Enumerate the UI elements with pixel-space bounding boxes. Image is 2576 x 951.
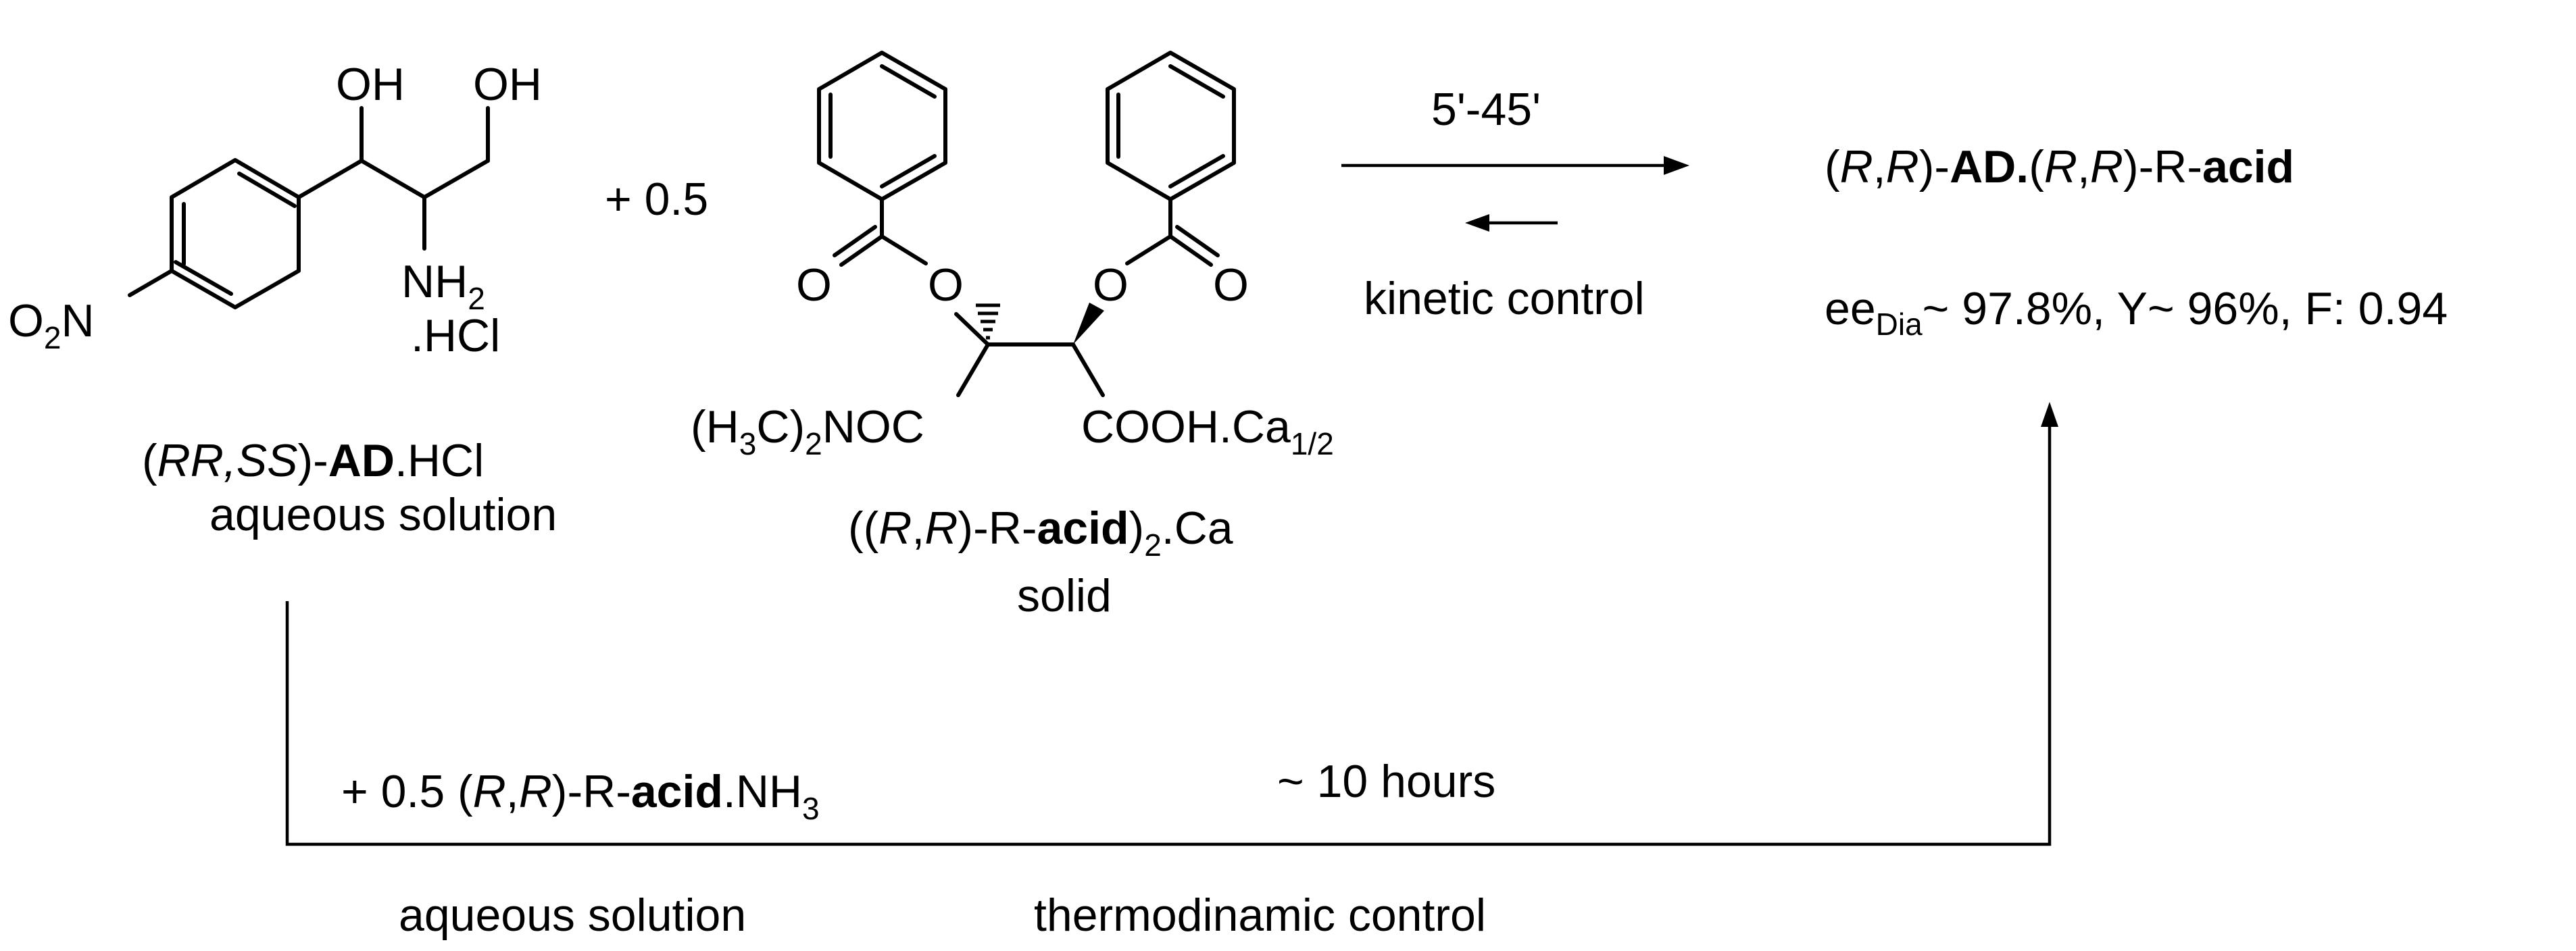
acid-carbonyl-bond — [839, 234, 884, 267]
kinetic-control-label: kinetic control — [1364, 273, 1645, 324]
acid-bold-wedge — [1073, 303, 1104, 344]
acid-left-benzene-ring — [817, 51, 947, 201]
ad-nh2-label: NH2 — [401, 256, 485, 316]
ad-hcl-label: .HCl — [411, 310, 500, 361]
ad-oh-label: OH — [336, 59, 405, 110]
thermodynamic-control-label: thermodinamic control — [1034, 890, 1486, 941]
acid-oxygen-label: O — [1093, 259, 1129, 311]
thermo-state: aqueous solution — [399, 890, 746, 941]
acid-ca-structure: O O O O (H3C)2NOC COOH.Ca1/2 — [691, 51, 1334, 461]
product-results: eeDia~ 97.8%, Y~ 96%, F: 0.94 — [1825, 283, 2448, 342]
acid-carboxyl-group-label: COOH.Ca1/2 — [1081, 401, 1334, 461]
reverse-arrow — [1465, 214, 1558, 232]
ad-ring-double-bond — [237, 172, 297, 208]
kinetic-time: 5'-45' — [1431, 84, 1541, 135]
acid-bond — [1125, 234, 1172, 265]
ad-nitro-bond — [128, 269, 174, 297]
ad-ring-double-bond — [174, 260, 233, 296]
acid-ca-name: ((R,R)-R-acid)2.Ca — [848, 503, 1233, 563]
ad-hcl-state: aqueous solution — [209, 489, 557, 540]
acid-ring-double-bond — [880, 154, 937, 188]
acid-carbonyl-bond — [1175, 225, 1220, 257]
acid-bond — [880, 234, 928, 265]
ad-benzene-ring — [170, 158, 301, 309]
acid-right-benzene-ring — [1106, 51, 1236, 201]
stoichiometric-coefficient: + 0.5 — [605, 174, 708, 225]
acid-ring-double-bond — [1168, 154, 1225, 188]
acid-hashed-wedge — [976, 303, 1000, 340]
ad-nitro-label: O2N — [8, 295, 95, 355]
acid-oxygen-label: O — [1213, 259, 1249, 311]
ad-hcl-structure: OH OH NH2 .HCl O2N — [8, 59, 542, 361]
acid-ca-state: solid — [1017, 570, 1112, 621]
acid-ring-double-bond — [880, 64, 937, 99]
ad-hcl-name: (RR,SS)-AD.HCl — [142, 435, 484, 486]
acid-bond — [954, 312, 990, 346]
product-name: (R,R)-AD.(R,R)-R-acid — [1825, 141, 2294, 192]
acid-oxygen-label: O — [796, 259, 832, 311]
acid-bond — [956, 342, 990, 397]
acid-amide-group-label: (H3C)2NOC — [691, 401, 924, 461]
forward-arrow — [1341, 156, 1689, 175]
thermodynamic-path-arrow — [285, 402, 2058, 846]
acid-ring-double-bond — [1168, 64, 1225, 99]
acid-carbonyl-bond — [1168, 234, 1213, 267]
acid-oxygen-label: O — [928, 259, 964, 311]
acid-bond — [1071, 342, 1105, 397]
ad-side-chain — [297, 159, 490, 199]
thermo-time: ~ 10 hours — [1277, 756, 1495, 807]
acid-carbonyl-bond — [833, 225, 877, 257]
ad-oh-label: OH — [473, 59, 542, 110]
thermo-reagent: + 0.5 (R,R)-R-acid.NH3 — [341, 766, 820, 826]
